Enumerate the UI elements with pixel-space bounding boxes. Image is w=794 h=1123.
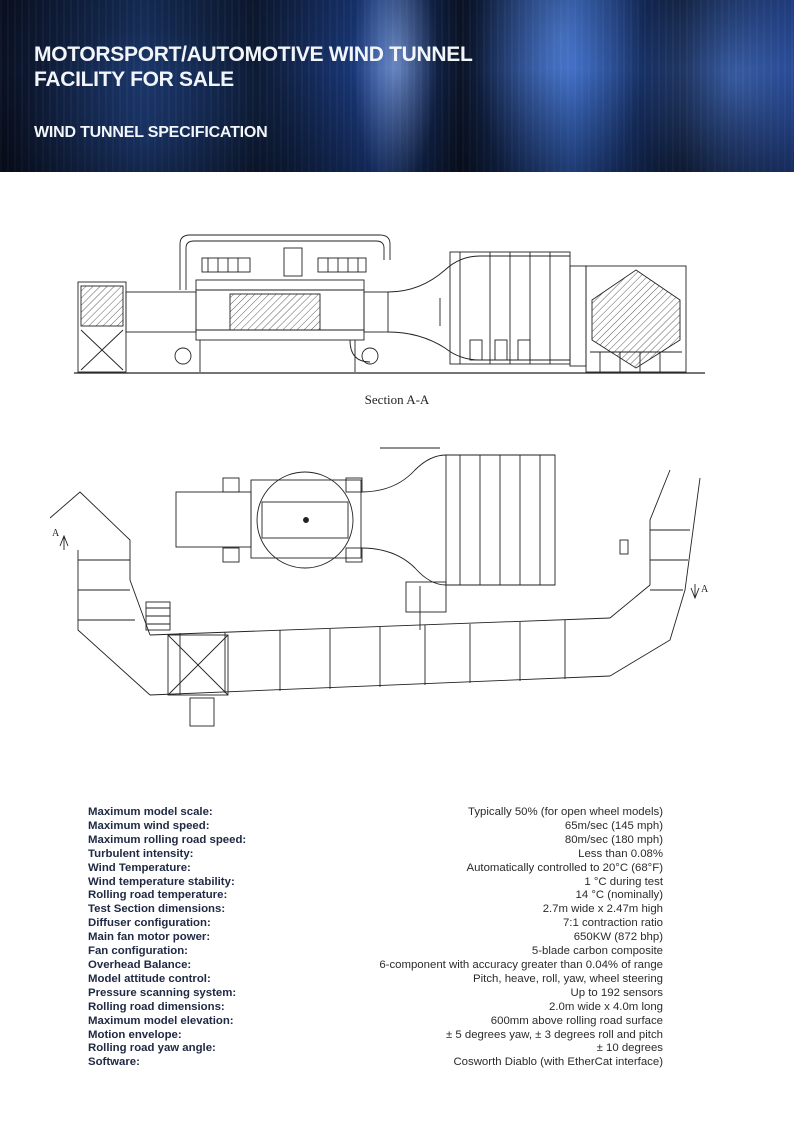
spec-value: 2.0m wide x 4.0m long [549, 1000, 663, 1013]
spec-value: 80m/sec (180 mph) [564, 833, 663, 846]
spec-label: Rolling road temperature: [88, 889, 228, 902]
section-elevation-view [74, 234, 705, 374]
spec-value: 7:1 contraction ratio [562, 917, 663, 930]
spec-row: Overhead Balance: 6-component with accura… [88, 959, 663, 973]
spec-value: Pitch, heave, roll, yaw, wheel steering [473, 972, 663, 985]
spec-label: Motion envelope: [88, 1028, 182, 1041]
spec-value: ± 10 degrees [596, 1042, 663, 1055]
spec-label: Overhead Balance: [88, 958, 192, 971]
spec-label: Maximum model elevation: [88, 1014, 234, 1027]
spec-row: Rolling road yaw angle: ± 10 degrees [88, 1042, 663, 1056]
spec-label: Main fan motor power: [88, 931, 211, 944]
wind-tunnel-drawing: A A [50, 230, 712, 735]
spec-value: 650KW (872 bhp) [573, 931, 663, 944]
spec-row: Model attitude control: Pitch, heave, rol… [88, 973, 663, 987]
spec-label: Wind Temperature: [88, 861, 191, 874]
spec-value: Up to 192 sensors [570, 986, 663, 999]
spec-row: Rolling road dimensions: 2.0m wide x 4.0m… [88, 1001, 663, 1015]
spec-value: Cosworth Diablo (with EtherCat interface… [453, 1056, 663, 1069]
header-background-texture [0, 0, 794, 172]
spec-row: Diffuser configuration: 7:1 contraction r… [88, 917, 663, 931]
spec-value: 5-blade carbon composite [531, 945, 663, 958]
spec-value: 2.7m wide x 2.47m high [542, 903, 663, 916]
spec-label: Turbulent intensity: [88, 847, 194, 860]
spec-value: Less than 0.08% [578, 847, 663, 860]
spec-label: Maximum rolling road speed: [88, 833, 247, 846]
spec-row: Wind temperature stability: 1 °C during t… [88, 876, 663, 890]
spec-label: Rolling road yaw angle: [88, 1042, 216, 1055]
section-marker-right: A [701, 584, 709, 595]
page-subtitle: WIND TUNNEL SPECIFICATION [34, 124, 268, 141]
spec-value: 600mm above rolling road surface [490, 1014, 663, 1027]
spec-row: Maximum wind speed: 65m/sec (145 mph) [88, 820, 663, 834]
spec-row: Software: Cosworth Diablo (with EtherCat … [88, 1056, 663, 1070]
spec-row: Maximum model scale: Typically 50% (for o… [88, 806, 663, 820]
spec-label: Fan configuration: [88, 945, 188, 958]
spec-row: Rolling road temperature: 14 °C (nominall… [88, 889, 663, 903]
page-title-line-1: MOTORSPORT/AUTOMOTIVE WIND TUNNEL [34, 43, 473, 66]
section-marker-left: A [52, 528, 60, 539]
spec-label: Rolling road dimensions: [88, 1000, 225, 1013]
spec-row: Maximum model elevation: 600mm above roll… [88, 1015, 663, 1029]
spec-value: Automatically controlled to 20°C (68°F) [466, 861, 663, 874]
spec-row: Pressure scanning system: Up to 192 senso… [88, 987, 663, 1001]
spec-value: ± 5 degrees yaw, ± 3 degrees roll and pi… [445, 1028, 663, 1041]
spec-value: 6-component with accuracy greater than 0… [379, 958, 663, 971]
spec-row: Wind Temperature: Automatically controlle… [88, 862, 663, 876]
spec-row: Test Section dimensions: 2.7m wide x 2.47… [88, 903, 663, 917]
spec-row: Turbulent intensity: Less than 0.08% [88, 848, 663, 862]
spec-row: Motion envelope: ± 5 degrees yaw, ± 3 deg… [88, 1029, 663, 1043]
spec-label: Model attitude control: [88, 972, 211, 985]
header-banner: MOTORSPORT/AUTOMOTIVE WIND TUNNEL FACILI… [0, 0, 794, 172]
spec-label: Test Section dimensions: [88, 903, 226, 916]
spec-row: Maximum rolling road speed: 80m/sec (180 … [88, 834, 663, 848]
section-label: Section A-A [364, 392, 430, 407]
page-title: MOTORSPORT/AUTOMOTIVE WIND TUNNEL FACILI… [34, 42, 473, 92]
wind-tunnel-drawing-svg: A A [50, 234, 709, 727]
spec-label: Diffuser configuration: [88, 917, 211, 930]
spec-row: Fan configuration: 5-blade carbon composi… [88, 945, 663, 959]
spec-label: Maximum model scale: [88, 806, 213, 818]
page-title-line-2: FACILITY FOR SALE [34, 68, 234, 91]
spec-label: Wind temperature stability: [88, 875, 235, 888]
spec-value: Typically 50% (for open wheel models) [468, 806, 663, 818]
spec-label: Maximum wind speed: [88, 819, 210, 832]
spec-row: Main fan motor power: 650KW (872 bhp) [88, 931, 663, 945]
spec-label: Pressure scanning system: [88, 986, 237, 999]
spec-value: 65m/sec (145 mph) [564, 819, 663, 832]
header-background-shade [0, 0, 794, 172]
plan-view [50, 447, 701, 727]
specification-table: Maximum model scale: Typically 50% (for o… [88, 806, 663, 1070]
spec-label: Software: [88, 1056, 140, 1069]
spec-value: 14 °C (nominally) [575, 889, 663, 902]
spec-value: 1 °C during test [584, 875, 663, 888]
